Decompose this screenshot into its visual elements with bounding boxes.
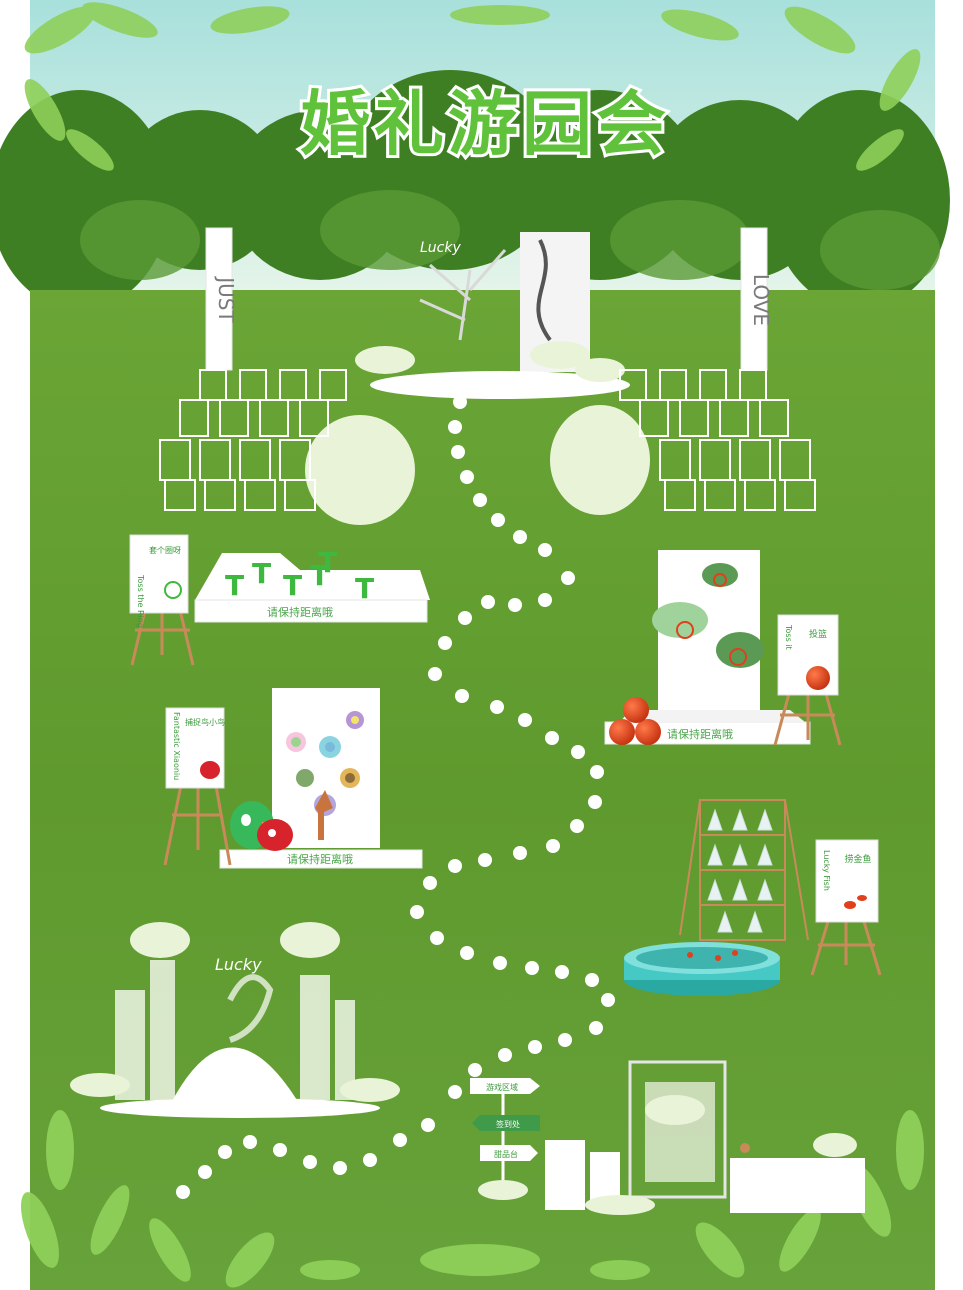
angry-birds-booth: 请保持距离哦 捕捉鸟小鸟 Fantastic Xiaoniu: [163, 688, 423, 869]
svg-text:T: T: [225, 569, 244, 602]
angry-birds-booth-label: 请保持距离哦: [287, 852, 353, 866]
goldfish-icon: [844, 895, 867, 909]
signpost-arrow-2: 签到处: [496, 1119, 520, 1129]
angry-birds-sign-title: 捕捉鸟小鸟: [185, 717, 225, 727]
basketball-booth: 请保持距离哦 投篮 Toss it: [604, 550, 842, 746]
tree-branches: [419, 249, 507, 341]
photo-area: Lucky: [70, 922, 400, 1118]
fish-bags: [707, 808, 773, 933]
angry-birds-board: [272, 688, 380, 848]
bird-icon: [230, 801, 293, 851]
ball-pile: [609, 697, 661, 745]
right-chairs: [619, 369, 816, 511]
fishing-rack: [679, 799, 809, 941]
svg-text:T: T: [310, 559, 329, 592]
poster-title: 婚礼游园会: [300, 83, 670, 165]
target-circles: [286, 711, 364, 816]
fishing-sign-title: 捞金鱼: [844, 853, 871, 865]
pool: [624, 942, 780, 996]
ring-toss-sign-script: Toss the Ring: [136, 574, 145, 628]
tree-highlights: [80, 190, 940, 290]
ring-toss-sign: [129, 534, 189, 614]
ring-toss-table: [195, 553, 430, 600]
left-chairs: [159, 369, 347, 511]
leaf-decoration-bottom: [21, 1110, 924, 1288]
right-pillar: [740, 227, 768, 371]
angry-birds-sign-script: Fantastic Xiaoniu: [172, 712, 181, 780]
basketball-easel: [773, 680, 842, 746]
svg-text:T: T: [355, 572, 374, 605]
stage: [370, 371, 630, 399]
angry-birds-easel: [163, 770, 232, 866]
ring-toss-booth-label: 请保持距离哦: [267, 605, 333, 619]
arch-script: Lucky: [420, 240, 461, 256]
basketball-icon: [806, 666, 830, 690]
stage-flowers: [305, 341, 650, 525]
svg-text:T: T: [318, 546, 337, 579]
right-pillar-text: LOVE: [749, 274, 773, 326]
ceremony-area: JUST LOVE Lucky: [159, 227, 816, 525]
ring-toss-sign-title: 套个圈呀: [149, 545, 181, 555]
left-pillar-text: JUST: [214, 275, 238, 323]
path-dots: [176, 395, 615, 1199]
leaf-decoration-top: [24, 2, 921, 171]
signpost-arrow-3: 甜品台: [494, 1149, 518, 1159]
dessert-table: [730, 1158, 865, 1213]
direction-signpost: 游戏区域 签到处 甜品台: [470, 1078, 540, 1200]
svg-text:T: T: [252, 557, 271, 590]
fishing-booth: 捞金鱼 Lucky Fish: [624, 799, 882, 996]
basketball-booth-label: 请保持距离哦: [667, 727, 733, 741]
basketball-sign-script: Toss it: [784, 624, 793, 650]
svg-text:T: T: [283, 569, 302, 602]
basketball-sign-title: 投篮: [809, 628, 827, 640]
dessert-area: [545, 1060, 865, 1215]
left-pillar: [205, 227, 233, 371]
signpost-arrow-1: 游戏区域: [486, 1082, 518, 1092]
photo-area-script: Lucky: [215, 955, 262, 974]
fishing-sign-script: Lucky Fish: [822, 850, 831, 891]
